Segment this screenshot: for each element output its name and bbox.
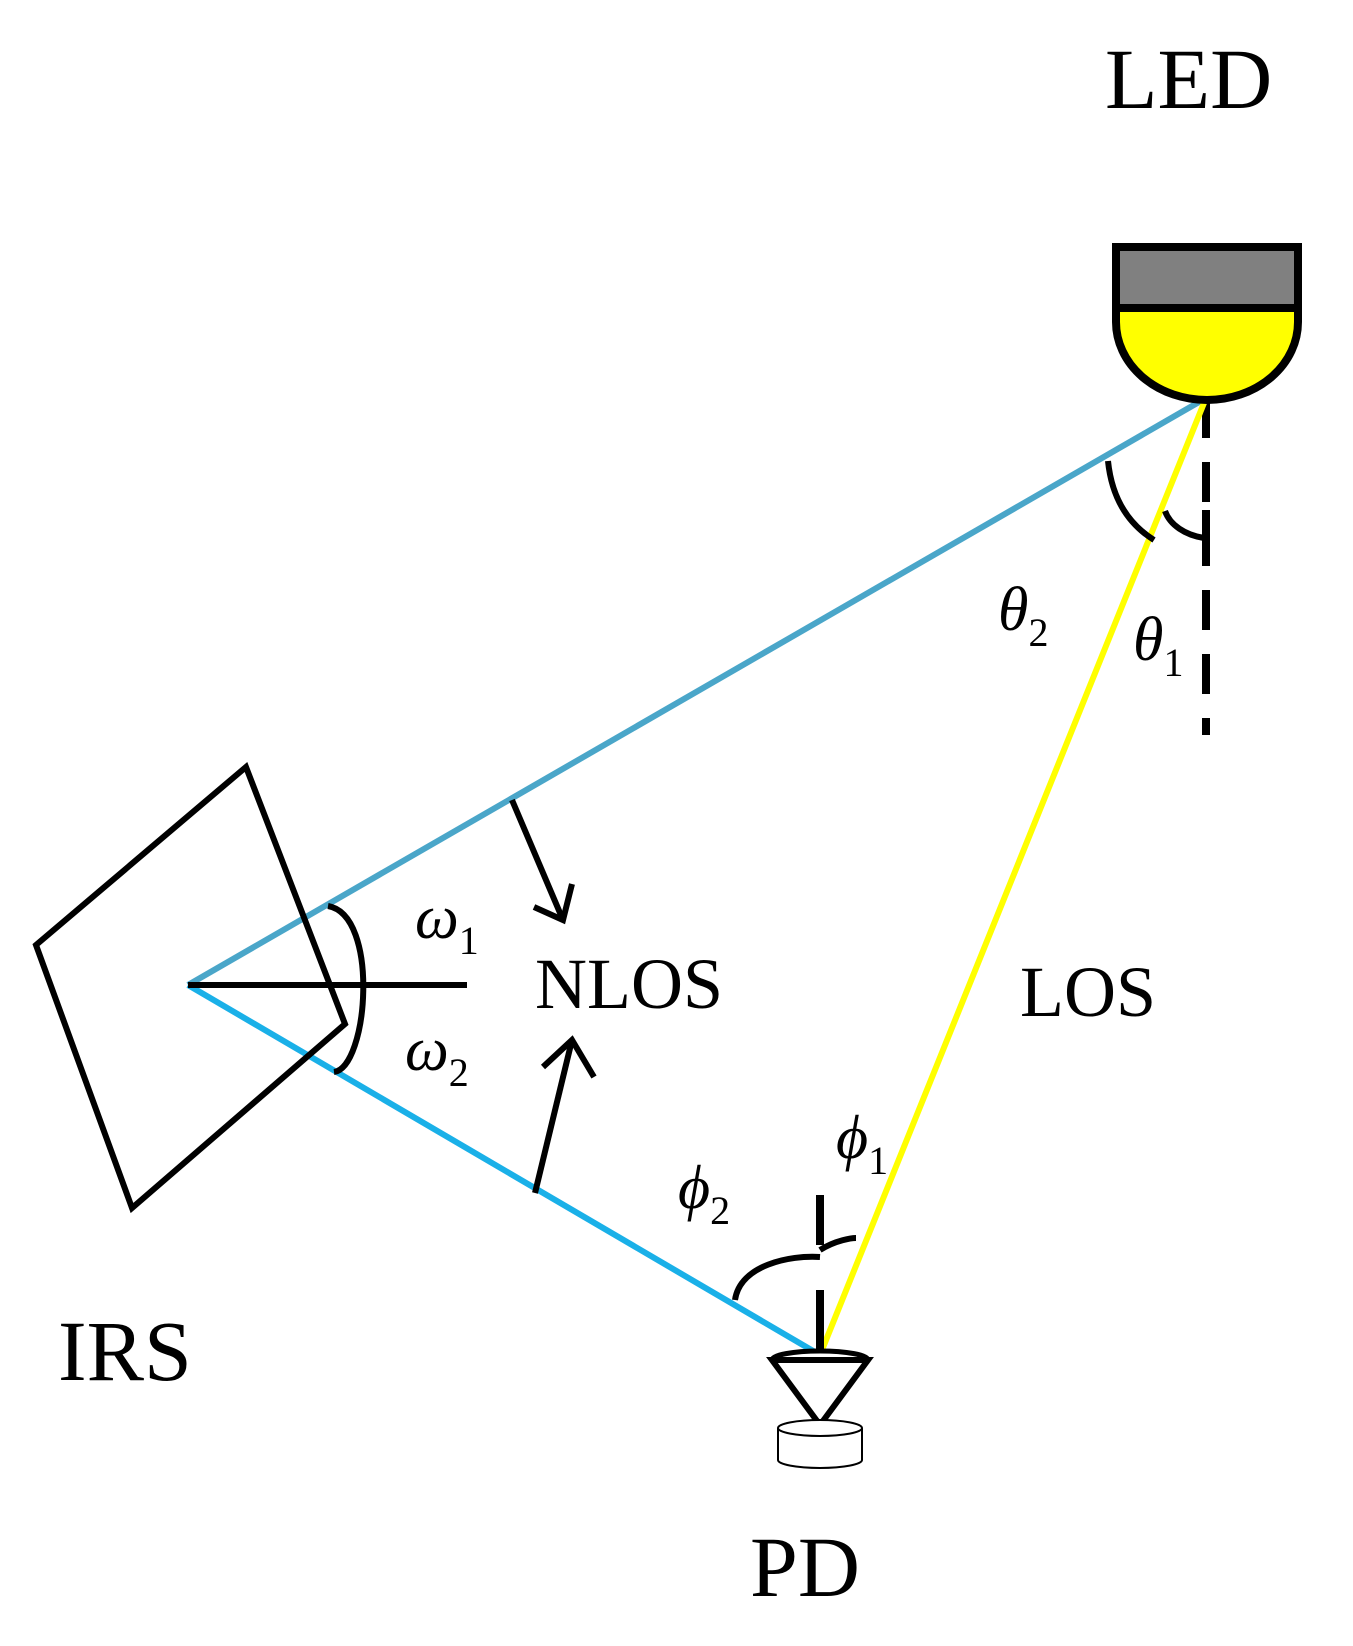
phi2-label: ϕ2 — [678, 1154, 730, 1233]
omega2-label: ω2 — [405, 1016, 469, 1095]
led-cap — [1112, 243, 1302, 312]
los-ray — [817, 396, 1209, 1357]
led-label: LED — [1105, 31, 1272, 127]
irs-label: IRS — [58, 1303, 192, 1399]
theta2-label: θ2 — [998, 576, 1048, 655]
nlos-label: NLOS — [535, 944, 723, 1024]
nlos-ray-irs-to-pd — [186, 982, 822, 1358]
theta2-angle-arc — [1105, 460, 1156, 543]
irs-panel — [32, 761, 349, 1214]
phi2-angle-arc — [732, 1253, 821, 1301]
omega-angle-arc — [327, 903, 367, 1075]
photodetector-icon — [766, 1348, 874, 1469]
led-dome — [1112, 304, 1302, 404]
phi1-angle-arc — [818, 1235, 857, 1253]
nlos-arrow-down-icon — [509, 798, 575, 925]
theta1-angle-arc — [1162, 509, 1205, 541]
theta1-label: θ1 — [1133, 606, 1183, 685]
led-icon — [1112, 243, 1302, 404]
los-label: LOS — [1020, 952, 1156, 1032]
phi1-label: ϕ1 — [836, 1104, 888, 1183]
pd-label: PD — [750, 1519, 860, 1615]
nlos-ray-led-to-irs — [186, 395, 1208, 988]
omega1-label: ω1 — [415, 884, 479, 963]
nlos-arrow-up-icon — [532, 1035, 597, 1194]
